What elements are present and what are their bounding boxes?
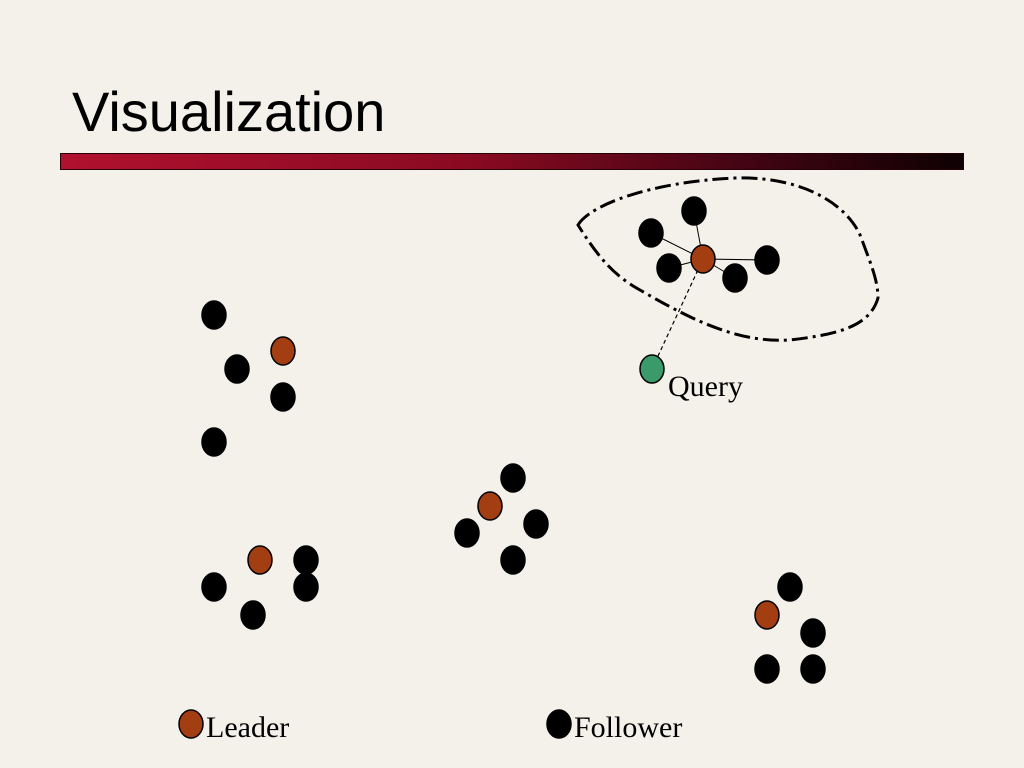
follower-node — [754, 245, 780, 275]
neighborhood-boundary — [576, 176, 880, 342]
follower-node — [656, 253, 682, 283]
title-underline-bar — [60, 153, 964, 170]
follower-node — [754, 654, 780, 684]
follower-node — [201, 572, 227, 602]
leader-node — [270, 336, 296, 366]
query-label: Query — [668, 370, 743, 403]
query-link — [651, 258, 704, 370]
follower-node — [777, 572, 803, 602]
follower-node — [201, 300, 227, 330]
follower-node — [800, 618, 826, 648]
leader-node — [247, 545, 273, 575]
legend-leader-label: Leader — [206, 711, 289, 744]
slide-title: Visualization — [72, 80, 386, 143]
follower-node — [454, 518, 480, 548]
follower-node — [270, 382, 296, 412]
query-node — [639, 354, 665, 384]
follower-node — [293, 572, 319, 602]
leader-node — [690, 244, 716, 274]
leader-node — [754, 600, 780, 630]
leader-node — [477, 491, 503, 521]
brown-node-icon — [178, 709, 204, 739]
legend-follower-label: Follower — [574, 711, 682, 744]
follower-node — [201, 427, 227, 457]
follower-node — [523, 509, 549, 539]
follower-node — [800, 654, 826, 684]
legend: Leader Follower — [178, 709, 682, 744]
follower-node — [681, 196, 707, 226]
follower-node — [638, 218, 664, 248]
follower-node — [722, 263, 748, 293]
follower-node — [240, 600, 266, 630]
black-node-icon — [546, 709, 572, 739]
follower-node — [293, 545, 319, 575]
follower-node — [224, 354, 250, 384]
follower-node — [500, 463, 526, 493]
follower-node — [500, 545, 526, 575]
